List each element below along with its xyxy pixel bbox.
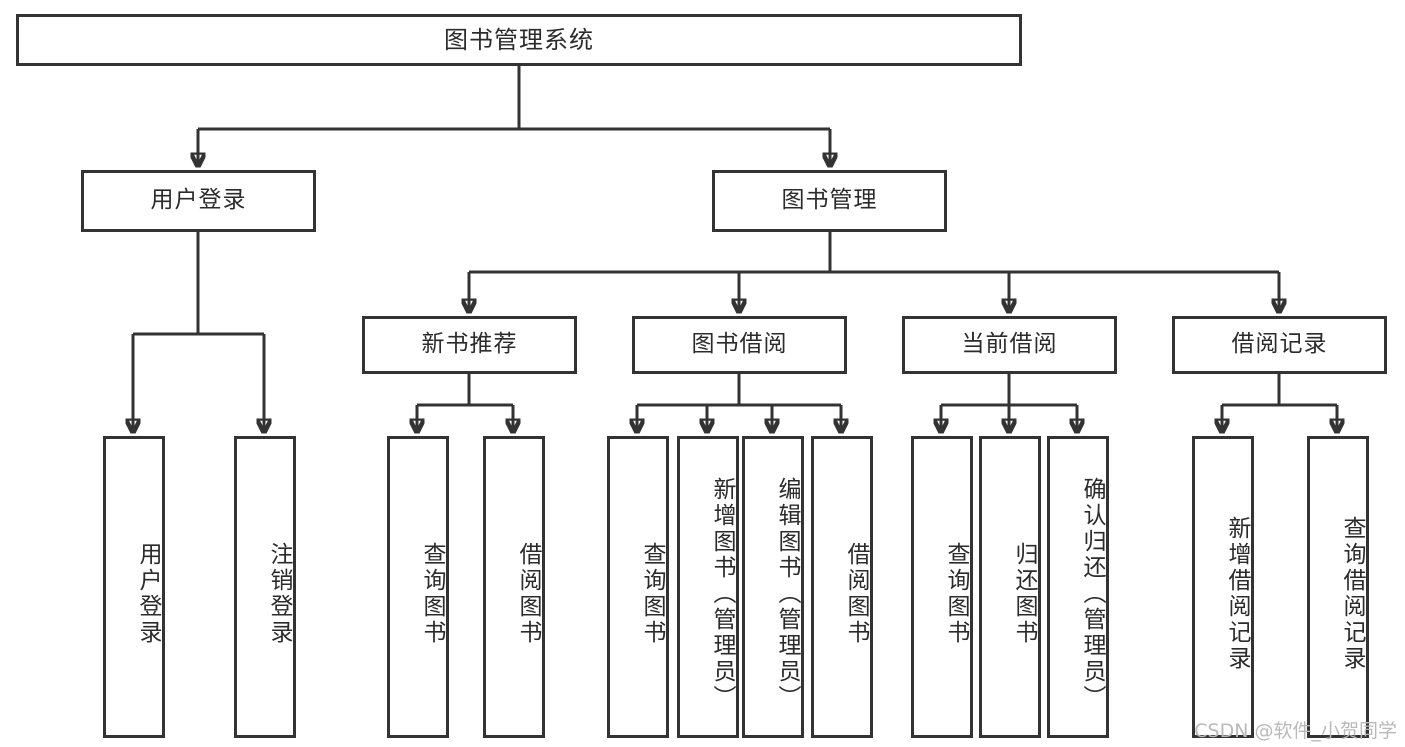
node-label: 新增图书（管理员） [709, 477, 735, 711]
leaf-borrow-record-query[interactable]: 查询借阅记录 [1307, 436, 1369, 738]
node-new-book-recommend[interactable]: 新书推荐 [362, 316, 577, 374]
node-label: 图书管理系统 [444, 25, 594, 54]
leaf-new-book-query[interactable]: 查询图书 [387, 436, 449, 738]
node-label: 查询图书 [639, 542, 665, 646]
node-label: 归还图书 [1011, 542, 1037, 646]
node-label: 编辑图书（管理员） [774, 477, 800, 711]
node-label: 借阅图书 [843, 542, 869, 646]
node-label: 注销登录 [266, 542, 292, 646]
leaf-book-borrow-edit[interactable]: 编辑图书（管理员） [742, 436, 804, 738]
leaf-book-borrow-add[interactable]: 新增图书（管理员） [677, 436, 739, 738]
node-borrow-record[interactable]: 借阅记录 [1172, 316, 1387, 374]
leaf-current-borrow-confirm-return[interactable]: 确认归还（管理员） [1047, 436, 1109, 738]
node-label: 图书借阅 [691, 331, 788, 358]
node-label: 查询图书 [419, 542, 445, 646]
leaf-book-borrow-borrow[interactable]: 借阅图书 [811, 436, 873, 738]
leaf-book-borrow-query[interactable]: 查询图书 [607, 436, 669, 738]
node-label: 新书推荐 [421, 331, 518, 358]
node-current-borrow[interactable]: 当前借阅 [902, 316, 1117, 374]
node-label: 确认归还（管理员） [1079, 477, 1105, 711]
node-root-book-management-system[interactable]: 图书管理系统 [16, 14, 1022, 66]
node-user-login[interactable]: 用户登录 [81, 170, 316, 232]
node-label: 用户登录 [135, 542, 161, 646]
node-label: 借阅记录 [1231, 331, 1328, 358]
leaf-user-login-logout[interactable]: 注销登录 [234, 436, 296, 738]
node-label: 借阅图书 [515, 542, 541, 646]
node-label: 查询图书 [943, 542, 969, 646]
leaf-user-login-login[interactable]: 用户登录 [103, 436, 165, 738]
node-label: 用户登录 [150, 187, 247, 214]
node-book-management[interactable]: 图书管理 [712, 170, 947, 232]
node-label: 查询借阅记录 [1339, 516, 1365, 672]
leaf-new-book-borrow[interactable]: 借阅图书 [483, 436, 545, 738]
leaf-borrow-record-add[interactable]: 新增借阅记录 [1192, 436, 1254, 738]
watermark: CSDN @软件_小贺同学 [1194, 720, 1397, 742]
node-label: 当前借阅 [961, 331, 1058, 358]
node-book-borrow[interactable]: 图书借阅 [632, 316, 847, 374]
leaf-current-borrow-return[interactable]: 归还图书 [979, 436, 1041, 738]
node-label: 新增借阅记录 [1224, 516, 1250, 672]
leaf-current-borrow-query[interactable]: 查询图书 [911, 436, 973, 738]
node-label: 图书管理 [781, 187, 878, 214]
